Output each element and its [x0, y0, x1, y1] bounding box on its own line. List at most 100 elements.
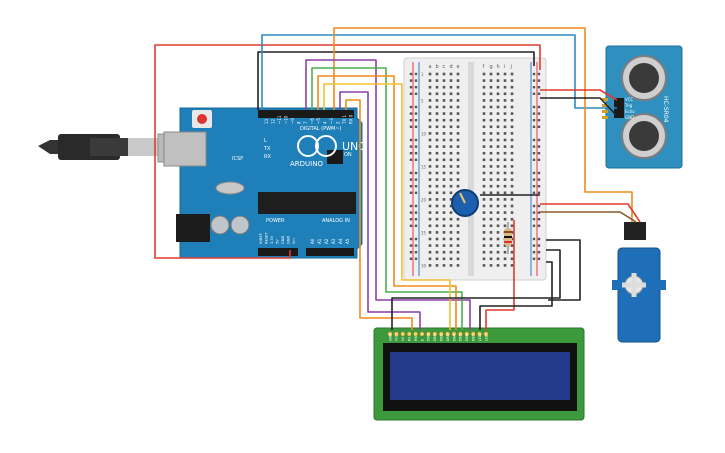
- breadboard-hole: [442, 125, 446, 129]
- breadboard-hole: [442, 138, 446, 142]
- breadboard-hole: [510, 118, 514, 122]
- breadboard-hole: [482, 198, 486, 201]
- breadboard-hole: [503, 92, 507, 96]
- breadboard-rail-hole: [532, 158, 536, 161]
- breadboard-hole: [489, 125, 493, 129]
- breadboard-hole: [510, 99, 514, 102]
- breadboard-hole: [456, 217, 460, 221]
- breadboard-hole: [442, 184, 446, 188]
- breadboard-rail-hole: [532, 224, 536, 227]
- breadboard-hole: [428, 217, 432, 221]
- breadboard-rail-hole: [532, 105, 536, 109]
- wire-black-servo: [479, 261, 553, 330]
- breadboard-hole: [496, 85, 500, 89]
- breadboard-column-letter: j: [510, 64, 512, 70]
- arduino-digital-pin-label: ~11: [277, 115, 282, 124]
- sensor-pin: [602, 104, 608, 107]
- breadboard-hole: [489, 79, 493, 82]
- breadboard-hole: [435, 145, 439, 148]
- breadboard-rail-hole: [414, 158, 418, 161]
- breadboard-hole: [442, 118, 446, 122]
- breadboard-rail-hole: [537, 158, 541, 161]
- breadboard-hole: [428, 224, 432, 228]
- breadboard-hole: [428, 171, 432, 175]
- breadboard-hole: [482, 85, 486, 89]
- breadboard-hole: [503, 224, 507, 228]
- breadboard-hole: [442, 217, 446, 221]
- breadboard-hole: [503, 178, 507, 181]
- breadboard-rail-hole: [532, 204, 536, 208]
- breadboard-hole: [449, 257, 453, 261]
- breadboard-hole: [456, 145, 460, 148]
- breadboard-hole: [449, 184, 453, 188]
- breadboard-hole: [435, 250, 439, 254]
- breadboard-rail-hole: [532, 185, 536, 188]
- lcd-pin-label: DB2: [440, 334, 444, 341]
- breadboard-hole: [496, 165, 500, 168]
- breadboard-hole: [489, 257, 493, 261]
- breadboard-row-number: 25: [421, 230, 427, 235]
- breadboard-hole: [503, 132, 507, 135]
- breadboard-hole: [482, 125, 486, 129]
- breadboard-column-letter: i: [504, 64, 505, 70]
- breadboard-hole: [496, 184, 500, 188]
- lcd-pin: [477, 331, 483, 337]
- breadboard-hole: [456, 184, 460, 188]
- breadboard-hole: [449, 79, 453, 82]
- breadboard-hole: [496, 191, 500, 195]
- wire-yellow-lcd: [323, 83, 451, 330]
- servo-motor[interactable]: [612, 222, 666, 343]
- lcd-pin: [432, 331, 438, 337]
- breadboard-rail-hole: [537, 211, 541, 214]
- breadboard-hole: [503, 191, 507, 195]
- sensor-pin: [602, 110, 608, 113]
- breadboard-column-letter: e: [457, 64, 460, 70]
- arduino-uno-board[interactable]: ARDUINO UNO DIGITAL (PWM~) POWER ANALOG …: [163, 107, 367, 259]
- breadboard-row-number: 1: [421, 72, 424, 77]
- arduino-digital-pin-label: ~10: [284, 115, 289, 124]
- breadboard-rail-hole: [532, 178, 536, 181]
- potentiometer[interactable]: [451, 189, 479, 217]
- breadboard-rail-hole: [537, 138, 541, 142]
- breadboard-hole: [503, 244, 507, 247]
- breadboard-hole: [428, 158, 432, 162]
- breadboard-hole: [482, 72, 486, 76]
- breadboard-hole: [456, 250, 460, 254]
- breadboard-hole: [428, 118, 432, 122]
- breadboard-hole: [442, 165, 446, 168]
- breadboard-rail-hole: [537, 218, 541, 221]
- breadboard-hole: [435, 79, 439, 82]
- wire-orange-echo: [333, 27, 633, 222]
- breadboard-rail-hole: [409, 86, 413, 89]
- breadboard-hole: [428, 125, 432, 129]
- breadboard-hole: [442, 112, 446, 115]
- breadboard-hole: [482, 118, 486, 122]
- breadboard-hole: [510, 165, 514, 168]
- lcd-pin-label: DB3: [446, 334, 450, 341]
- breadboard-hole: [510, 198, 514, 201]
- breadboard-rail-hole: [414, 244, 418, 247]
- breadboard-hole: [496, 224, 500, 228]
- breadboard-rail-hole: [414, 211, 418, 214]
- arduino-analog-pin-label: A2: [324, 238, 329, 244]
- arduino-power-pin-label: GND: [281, 236, 285, 244]
- wire-brown-servo: [540, 211, 637, 223]
- breadboard-rail-hole: [532, 211, 536, 214]
- breadboard-hole: [496, 178, 500, 181]
- breadboard-hole: [449, 237, 453, 241]
- breadboard-hole: [489, 198, 493, 201]
- breadboard-hole: [482, 244, 486, 247]
- breadboard-hole: [442, 72, 446, 76]
- breadboard-hole: [496, 92, 500, 96]
- breadboard-rail-hole: [537, 237, 541, 241]
- breadboard-rail-hole: [414, 125, 418, 128]
- breadboard-hole: [496, 250, 500, 254]
- breadboard-rail-hole: [414, 224, 418, 227]
- breadboard-rail-hole: [537, 257, 541, 260]
- breadboard-hole: [482, 231, 486, 234]
